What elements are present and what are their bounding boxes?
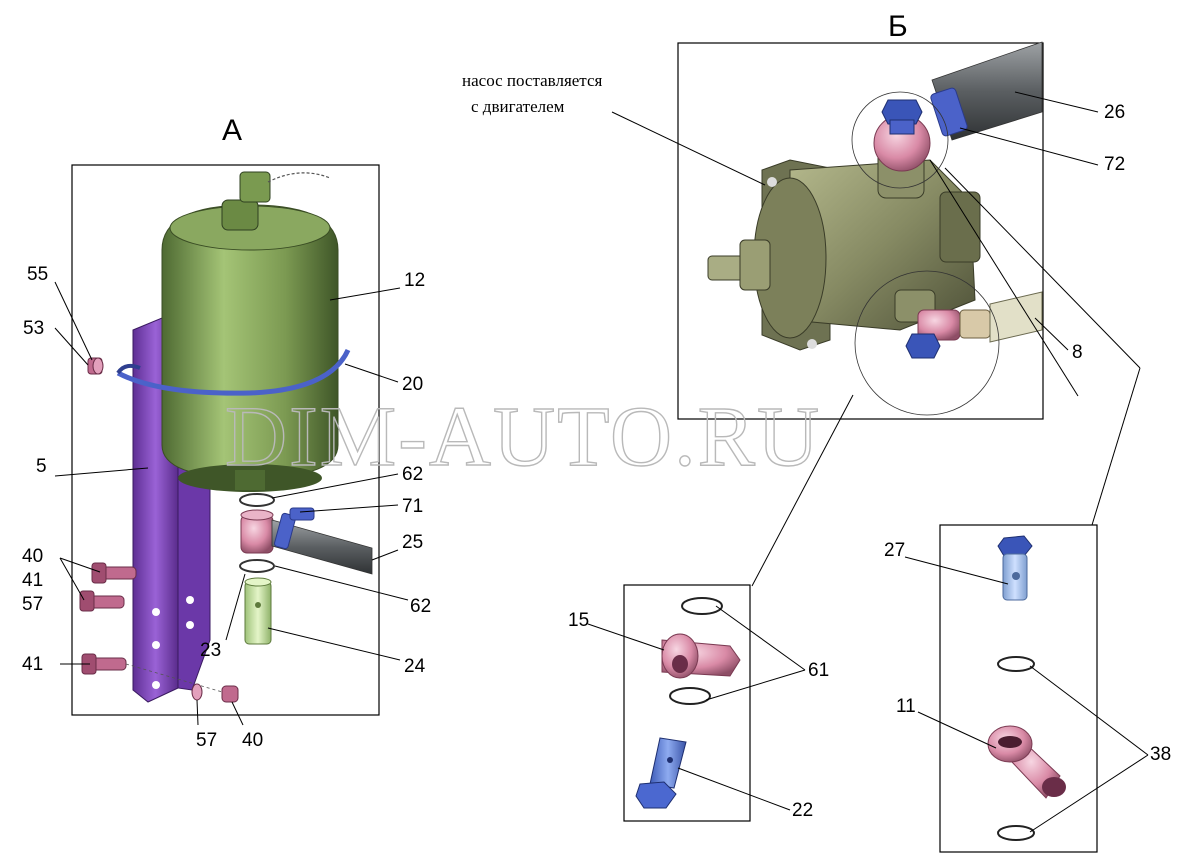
banjo-bolt-22 bbox=[635, 737, 687, 809]
callout-12: 12 bbox=[404, 270, 425, 291]
view-b: Б насос поставляется с двигателем bbox=[462, 10, 1141, 587]
nut-40 bbox=[221, 685, 239, 703]
detail-circle-lower bbox=[854, 270, 1000, 416]
o-ring-38-upper bbox=[997, 656, 1035, 672]
callout-11: 11 bbox=[896, 696, 916, 717]
hose-26 bbox=[930, 41, 1043, 141]
callout-15: 15 bbox=[568, 610, 589, 631]
watermark: DIM-AUTO.RU bbox=[225, 388, 821, 484]
reservoir-tank bbox=[161, 171, 339, 492]
callout-24: 24 bbox=[404, 656, 426, 677]
o-ring-62-lower bbox=[239, 559, 275, 573]
callout-41-lower: 41 bbox=[22, 654, 43, 675]
pump-outlet-fitting bbox=[894, 289, 1043, 359]
hose-25 bbox=[271, 507, 373, 575]
o-ring-38-lower bbox=[997, 825, 1035, 841]
callout-8: 8 bbox=[1072, 342, 1083, 363]
callout-57-left: 57 bbox=[22, 594, 43, 615]
callout-72: 72 bbox=[1104, 154, 1125, 175]
callout-25: 25 bbox=[402, 532, 423, 553]
washer-55 bbox=[92, 357, 104, 375]
note-line-2: с двигателем bbox=[471, 97, 565, 116]
banjo-fitting-11 bbox=[987, 725, 1066, 799]
callout-62-upper: 62 bbox=[402, 464, 423, 485]
callout-62-lower: 62 bbox=[410, 596, 431, 617]
banjo-fitting-15 bbox=[661, 633, 741, 679]
callout-61: 61 bbox=[808, 660, 829, 681]
detail-circle-upper bbox=[851, 91, 949, 189]
callout-71: 71 bbox=[402, 496, 423, 517]
callout-40-left: 40 bbox=[22, 546, 43, 567]
leaders-view-a bbox=[54, 281, 409, 726]
callout-20: 20 bbox=[402, 374, 423, 395]
callout-57-bottom: 57 bbox=[196, 730, 217, 751]
callout-38: 38 bbox=[1150, 744, 1171, 765]
callout-5: 5 bbox=[36, 456, 47, 477]
banjo-bolt-27 bbox=[997, 535, 1033, 601]
bolt-set-left bbox=[79, 562, 237, 697]
clamp-band bbox=[116, 348, 351, 396]
washer-57 bbox=[191, 683, 203, 701]
view-a: А bbox=[54, 114, 409, 726]
banjo-bolt-24 bbox=[244, 577, 272, 645]
banjo-fitting-23 bbox=[240, 509, 274, 554]
leaders-detail-left bbox=[587, 605, 806, 811]
detail-box-27-11-38 bbox=[904, 524, 1149, 853]
callout-22: 22 bbox=[792, 800, 813, 821]
callout-23: 23 bbox=[200, 640, 221, 661]
o-ring-61-upper bbox=[681, 597, 723, 615]
view-b-title: Б bbox=[888, 10, 908, 43]
view-a-frame bbox=[71, 164, 380, 716]
callout-41-upper: 41 bbox=[22, 570, 43, 591]
o-ring-61-lower bbox=[669, 687, 711, 705]
note-line-1: насос поставляется bbox=[462, 71, 602, 90]
leaders-detail-right bbox=[904, 556, 1149, 833]
callout-26: 26 bbox=[1104, 102, 1125, 123]
detail-box-15-61-22 bbox=[587, 584, 806, 822]
callout-53: 53 bbox=[23, 318, 44, 339]
view-a-title: А bbox=[222, 114, 242, 147]
view-b-frame bbox=[677, 42, 1044, 420]
o-ring-62-upper bbox=[239, 493, 275, 507]
detail-box-right-frame bbox=[939, 524, 1098, 853]
leaders-view-b bbox=[611, 91, 1141, 587]
pump bbox=[707, 149, 981, 351]
banjo-fitting-top bbox=[873, 99, 931, 172]
callout-55: 55 bbox=[27, 264, 48, 285]
callout-labels: 55 53 5 12 20 62 71 25 62 40 41 57 41 23… bbox=[22, 102, 1171, 821]
callout-27: 27 bbox=[884, 540, 905, 561]
callout-40-bottom: 40 bbox=[242, 730, 263, 751]
detail-box-left-frame bbox=[623, 584, 751, 822]
